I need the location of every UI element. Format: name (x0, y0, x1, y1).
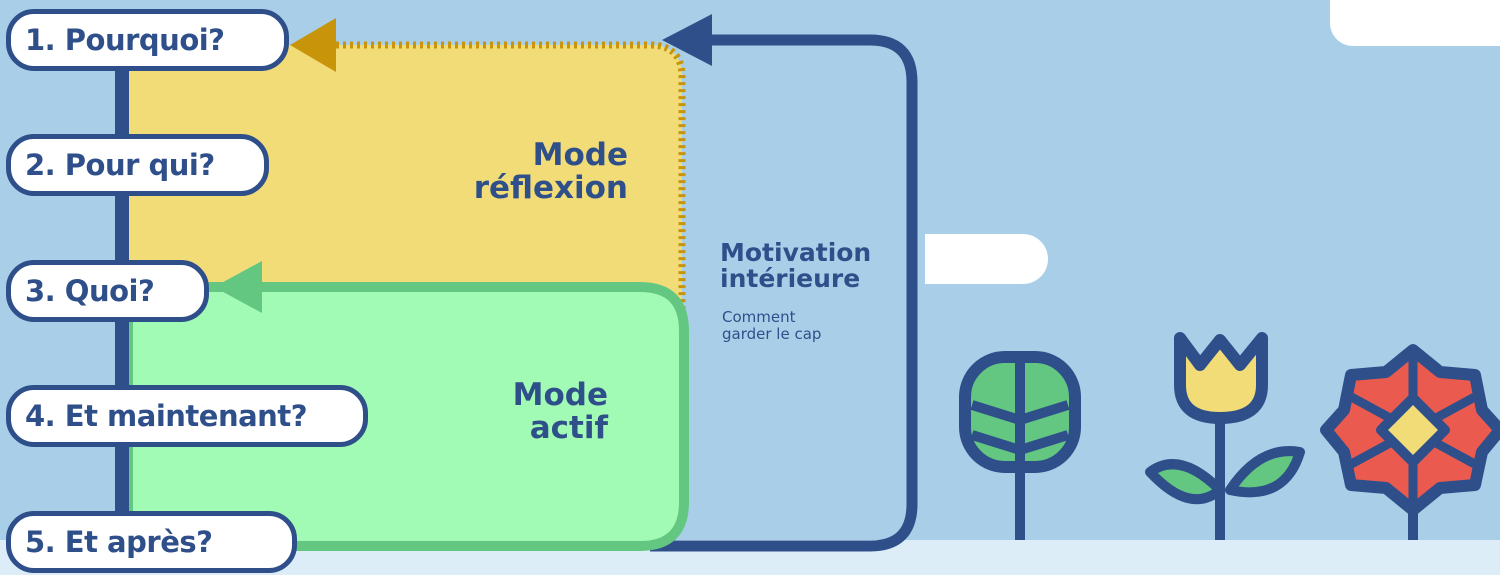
actif-arrowhead (214, 261, 262, 313)
motivation-loop (650, 34, 918, 552)
motivation-subtitle: Comment garder le cap (722, 308, 822, 344)
motivation-title-line1: Motivation (720, 238, 872, 267)
step-3-pill: 3. Quoi? (6, 260, 209, 322)
step-5-pill: 5. Et après? (6, 511, 297, 573)
actif-box (123, 282, 689, 551)
reflexion-arrowhead (290, 18, 336, 72)
motivation-title: Motivation intérieure (720, 238, 872, 294)
mode-actif-line1: Mode (512, 377, 608, 413)
reflexion-dotted-line (336, 41, 686, 330)
step-2-pill: 2. Pour qui? (6, 134, 269, 196)
tree-icon (959, 351, 1081, 540)
step-1-pill: 1. Pourquoi? (6, 9, 289, 71)
mode-actif-line2: actif (529, 409, 608, 446)
mode-actif-label: Mode actif (513, 379, 608, 444)
motivation-title-line2: intérieure (720, 264, 861, 294)
mode-reflexion-line2: réflexion (473, 169, 628, 206)
mode-reflexion-line1: Mode (532, 137, 628, 173)
cloud-top-right (1330, 0, 1500, 46)
reflexion-box (128, 45, 682, 320)
motivation-subtitle-line2: garder le cap (722, 325, 822, 344)
flower-icon (1320, 344, 1500, 540)
motivation-arrowhead (662, 14, 712, 66)
mode-reflexion-label: Mode réflexion (474, 139, 628, 204)
tulip-icon (1145, 332, 1305, 540)
motivation-subtitle-line1: Comment (722, 308, 796, 326)
step-4-pill: 4. Et maintenant? (6, 385, 368, 447)
cloud-middle (925, 234, 1048, 284)
